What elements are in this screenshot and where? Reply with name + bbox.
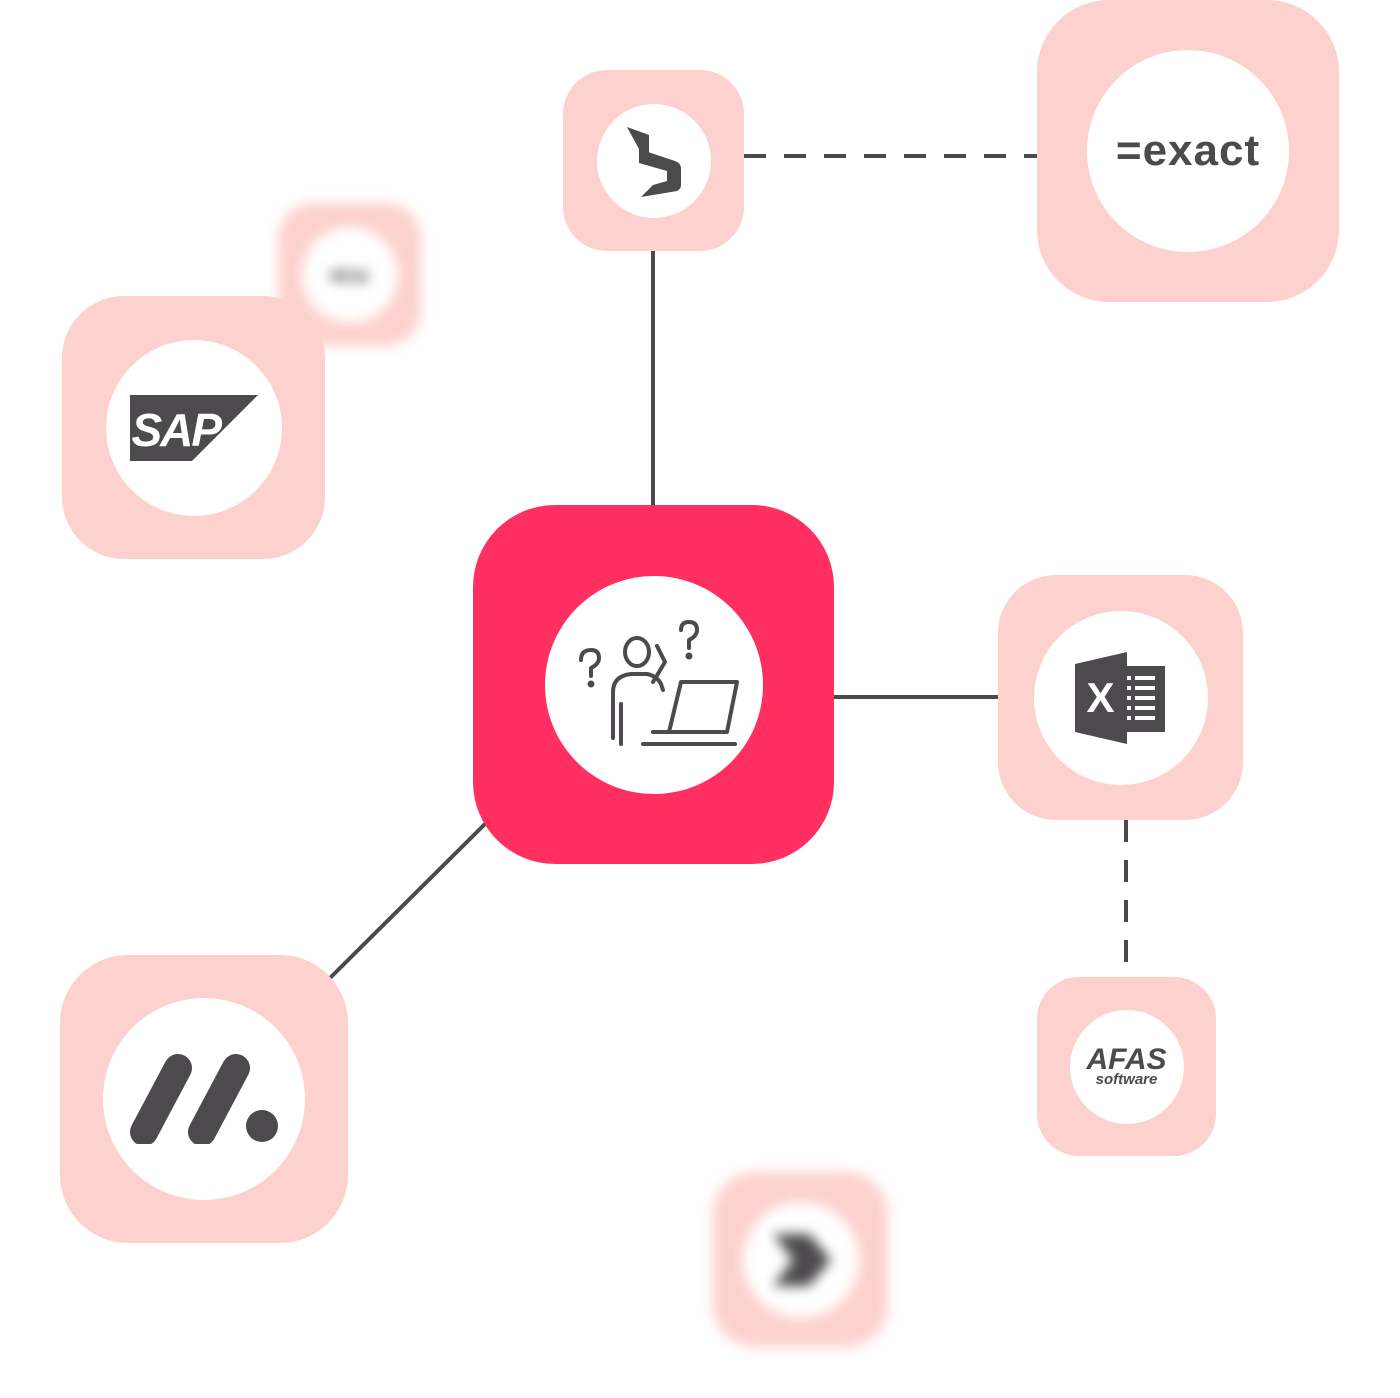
excel-icon: X <box>1074 651 1167 744</box>
hub-disc <box>544 575 763 794</box>
blurred-app-logo: ecu <box>330 261 369 287</box>
sap-logo: SAP <box>129 394 258 461</box>
app-disc <box>596 103 711 218</box>
app-disc: AFAS software <box>1069 1009 1184 1124</box>
app-disc <box>742 1201 859 1318</box>
afas-sub-text: software <box>1095 1070 1158 1088</box>
blurred-arrow-tile[interactable] <box>713 1172 888 1347</box>
monday-icon <box>130 1054 278 1144</box>
connector-hub-monday <box>328 821 488 980</box>
excel-icon-shape <box>1074 651 1165 744</box>
sap-logo-text: SAP <box>131 403 223 456</box>
dynamics-tile[interactable] <box>563 70 744 251</box>
blurred-app-tile[interactable]: ecu <box>278 203 421 346</box>
excel-tile[interactable]: X <box>998 575 1243 820</box>
app-disc: =exact <box>1087 50 1289 252</box>
exact-tile[interactable]: =exact <box>1037 0 1339 302</box>
sap-tile[interactable]: SAP <box>62 296 325 559</box>
app-disc: SAP <box>105 339 282 516</box>
arrow-chevron-icon <box>772 1233 831 1286</box>
afas-logo-text: AFAS <box>1086 1042 1167 1076</box>
confused-person-laptop-icon <box>578 619 739 746</box>
afas-tile[interactable]: AFAS software <box>1037 977 1216 1156</box>
app-disc: ecu <box>301 226 398 323</box>
hub-tile[interactable] <box>473 505 834 864</box>
excel-letter: X <box>1086 673 1115 721</box>
sap-logo-shape <box>129 394 258 461</box>
monday-tile[interactable] <box>60 955 348 1243</box>
app-disc: X <box>1033 610 1208 785</box>
app-disc <box>103 998 305 1200</box>
microsoft-dynamics-icon <box>626 126 681 197</box>
exact-logo: =exact <box>1115 126 1261 175</box>
